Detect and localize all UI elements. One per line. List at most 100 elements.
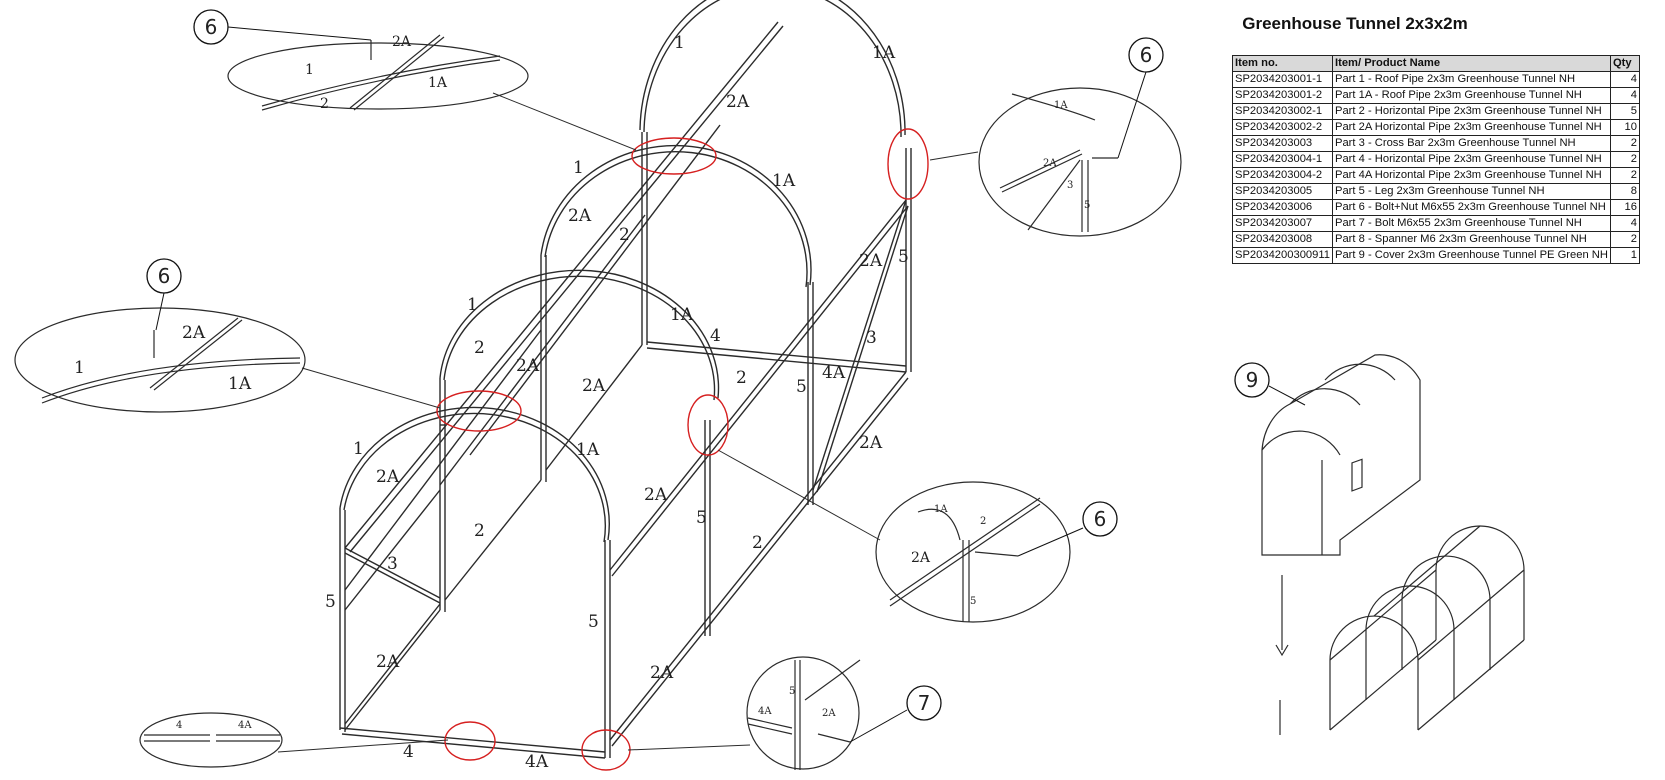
detail-label-2a: 2A: [911, 550, 931, 566]
cell-product-name: Part 2A Horizontal Pipe 2x3m Greenhouse …: [1331, 119, 1611, 136]
detail-roof-joint-left: [14, 307, 306, 413]
detail-label-5: 5: [1084, 200, 1090, 211]
cell-product-name: Part 7 - Bolt M6x55 2x3m Greenhouse Tunn…: [1331, 215, 1611, 232]
detail-arch-joint: [875, 481, 1071, 623]
cell-item-no: SP2034203002-1: [1232, 103, 1333, 120]
detail-label-1a: 1A: [1054, 100, 1068, 111]
cell-item-no: SP2034203007: [1232, 215, 1333, 232]
cell-qty: 5: [1609, 103, 1640, 120]
detail-label-2a: 2A: [822, 708, 836, 719]
cell-qty: 4: [1609, 87, 1640, 104]
arch-two: [439, 269, 720, 399]
cell-product-name: Part 5 - Leg 2x3m Greenhouse Tunnel NH: [1331, 183, 1611, 200]
callout-7-label: 7: [918, 691, 931, 715]
cell-qty: 1: [1609, 247, 1640, 264]
label-2a: 2A: [376, 652, 400, 672]
label-1: 1: [467, 295, 478, 315]
cell-item-no: SP2034203003: [1232, 135, 1333, 152]
label-5: 5: [898, 247, 909, 267]
cell-qty: 2: [1609, 167, 1640, 184]
cell-product-name: Part 1A - Roof Pipe 2x3m Greenhouse Tunn…: [1331, 87, 1611, 104]
callout-6-top-left-label: 6: [205, 15, 218, 39]
detail-bottom-rail: [139, 712, 283, 768]
detail-roof-joint-top: [227, 42, 529, 110]
cell-qty: 4: [1609, 71, 1640, 88]
cover-illustration: [1261, 354, 1421, 556]
cell-item-no: SP2034203008: [1232, 231, 1333, 248]
detail-label-2a: 2A: [1043, 158, 1057, 169]
leader-lines: [277, 92, 979, 753]
label-2a: 2A: [650, 663, 674, 683]
cell-item-no: SP2034200300911: [1232, 247, 1333, 264]
cell-product-name: Part 4 - Horizontal Pipe 2x3m Greenhouse…: [1331, 151, 1611, 168]
detail-label-4a: 4A: [238, 720, 252, 731]
detail-label-4a: 4A: [758, 706, 772, 717]
detail-label-1a: 1A: [428, 75, 448, 91]
callout-6-mid-right: [1082, 501, 1118, 537]
cell-product-name: Part 9 - Cover 2x3m Greenhouse Tunnel PE…: [1331, 247, 1611, 264]
label-2a: 2A: [568, 206, 592, 226]
cell-product-name: Part 6 - Bolt+Nut M6x55 2x3m Greenhouse …: [1331, 199, 1611, 216]
header-item-no: Item no.: [1232, 55, 1333, 72]
joint-highlights: [436, 128, 929, 771]
label-2a: 2A: [376, 467, 400, 487]
detail-label-3: 3: [1067, 180, 1073, 191]
label-4: 4: [403, 742, 414, 762]
callout-6-mid-right-label: 6: [1094, 507, 1107, 531]
cell-product-name: Part 4A Horizontal Pipe 2x3m Greenhouse …: [1331, 167, 1611, 184]
label-2a: 2A: [726, 92, 750, 112]
parts-list-table: Item no. Item/ Product Name Qty SP203420…: [1232, 55, 1640, 264]
label-2: 2: [619, 225, 630, 245]
label-1a: 1A: [872, 43, 896, 63]
detail-roof-joint-right: [978, 87, 1182, 237]
cell-qty: 4: [1609, 215, 1640, 232]
callout-9-label: 9: [1246, 368, 1259, 392]
arch-front: [339, 406, 610, 541]
label-1: 1: [353, 439, 364, 459]
callout-6-left-label: 6: [158, 264, 171, 288]
label-3: 3: [866, 328, 877, 348]
cell-item-no: SP2034203004-1: [1232, 151, 1333, 168]
detail-label-1a: 1A: [228, 374, 252, 394]
cell-qty: 2: [1609, 135, 1640, 152]
cell-item-no: SP2034203002-2: [1232, 119, 1333, 136]
label-2a: 2A: [859, 433, 883, 453]
label-2a: 2A: [516, 356, 540, 376]
small-frame-illustration: [1329, 525, 1525, 731]
detail-leg-base: [746, 656, 860, 770]
cell-product-name: Part 2 - Horizontal Pipe 2x3m Greenhouse…: [1331, 103, 1611, 120]
label-2: 2: [474, 338, 485, 358]
detail-label-1: 1: [74, 358, 85, 378]
label-4a: 4A: [525, 752, 549, 772]
label-1a: 1A: [670, 305, 694, 325]
label-3: 3: [387, 554, 398, 574]
page-title: Greenhouse Tunnel 2x3x2m: [1242, 14, 1468, 33]
cell-item-no: SP2034203001-1: [1232, 71, 1333, 88]
main-frame-part-labels: 1 1A 2A 1 1A 2A 2 2A 5 1 1A 4 3 2 2A 2A …: [325, 33, 909, 772]
cell-qty: 8: [1609, 183, 1640, 200]
label-5: 5: [696, 508, 707, 528]
label-1: 1: [573, 158, 584, 178]
label-4a: 4A: [822, 363, 846, 383]
detail-label-4: 4: [176, 720, 182, 731]
callout-7: [906, 685, 942, 721]
label-2: 2: [752, 533, 763, 553]
label-2a: 2A: [644, 485, 668, 505]
callout-6-top-right-label: 6: [1140, 43, 1153, 67]
label-2: 2: [736, 368, 747, 388]
detail-label-2: 2: [320, 96, 329, 112]
detail-label-1a: 1A: [934, 504, 948, 515]
cell-product-name: Part 1 - Roof Pipe 2x3m Greenhouse Tunne…: [1331, 71, 1611, 88]
cell-qty: 2: [1609, 231, 1640, 248]
